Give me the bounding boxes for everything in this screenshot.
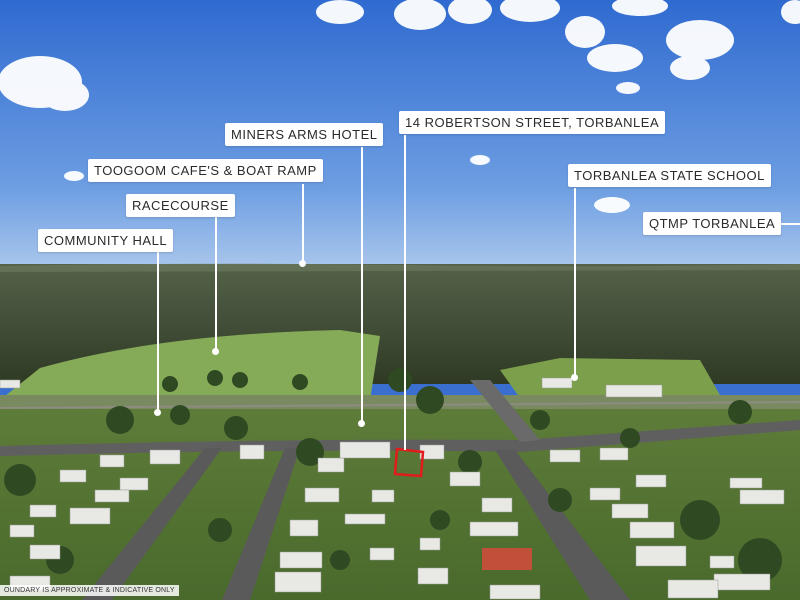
label-toogoom: TOOGOOM CAFE'S & BOAT RAMP — [88, 159, 323, 182]
property-boundary — [393, 447, 425, 478]
label-miners-arms: MINERS ARMS HOTEL — [225, 123, 384, 146]
leader-miners-arms — [361, 147, 363, 424]
leader-qtmp — [768, 223, 800, 225]
pin-state-school — [571, 374, 578, 381]
houses — [0, 377, 785, 600]
leader-robertson-street — [404, 135, 406, 450]
leader-racecourse — [215, 217, 217, 352]
trees — [4, 368, 782, 582]
label-racecourse: RACECOURSE — [126, 194, 235, 217]
label-robertson-street: 14 ROBERTSON STREET, TORBANLEA — [399, 111, 666, 134]
racecourse-field — [0, 330, 380, 400]
pin-toogoom — [299, 260, 306, 267]
boundary-disclaimer: OUNDARY IS APPROXIMATE & INDICATIVE ONLY — [0, 585, 179, 596]
pin-community-hall — [154, 409, 161, 416]
label-qtmp: QTMP TORBANLEA — [643, 212, 782, 235]
leader-toogoom — [302, 184, 304, 264]
road-right — [495, 450, 630, 600]
label-state-school: TORBANLEA STATE SCHOOL — [568, 164, 771, 187]
road-cross — [0, 420, 800, 456]
label-community-hall: COMMUNITY HALL — [38, 229, 174, 252]
clouds — [0, 0, 800, 213]
pin-miners-arms — [358, 420, 365, 427]
road-middle — [222, 448, 300, 600]
pin-racecourse — [212, 348, 219, 355]
leader-state-school — [574, 188, 576, 378]
leader-community-hall — [157, 252, 159, 412]
road-left — [82, 448, 222, 600]
